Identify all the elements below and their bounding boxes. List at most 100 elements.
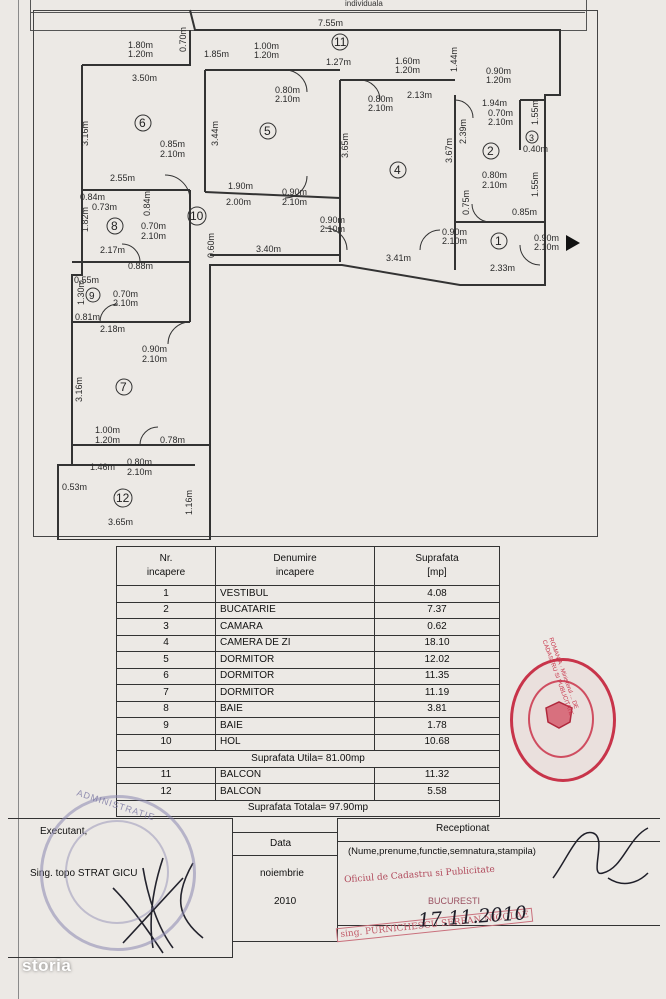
dim: 2.10m	[534, 242, 559, 252]
storia-watermark: storia	[22, 956, 72, 975]
dim: 3.50m	[132, 73, 157, 83]
dim: 0.78m	[160, 435, 185, 445]
dim: 1.90m	[228, 181, 253, 191]
cell-area: 0.62	[374, 618, 500, 636]
dim: 0.55m	[74, 275, 99, 285]
cell-name: CAMERA DE ZI	[215, 634, 375, 652]
cell-name: BUCATARIE	[215, 601, 375, 619]
room-4-label: 4	[394, 163, 401, 177]
cell-area: 12.02	[374, 651, 500, 669]
dim: 1.20m	[128, 49, 153, 59]
dim: 2.10m	[160, 149, 185, 159]
dim: 3.65m	[340, 133, 350, 158]
room-10-circle	[187, 206, 207, 226]
cell-nr: 8	[116, 700, 216, 718]
floor-plan: 11 6 5 4 2 3 1 10 8 9 7 12 7.55m	[57, 9, 580, 540]
col-header-name: Denumire incapere	[215, 546, 375, 586]
dim: 0.90m	[320, 215, 345, 225]
dim: 0.90m	[142, 344, 167, 354]
dim: 2.10m	[442, 236, 467, 246]
dim: 2.18m	[100, 324, 125, 334]
dim: 0.88m	[128, 261, 153, 271]
room-11-label: 11	[334, 35, 347, 49]
dim: 2.10m	[282, 197, 307, 207]
cell-nr: 5	[116, 651, 216, 669]
dim: 3.65m	[108, 517, 133, 527]
receptionat-header-line	[337, 818, 660, 842]
cell-name: DORMITOR	[215, 651, 375, 669]
dim: 0.80m	[127, 457, 152, 467]
room-3-label: 3	[529, 133, 534, 143]
dim: 1.30m	[76, 280, 86, 305]
cell-name: BAIE	[215, 717, 375, 735]
dim: 0.90m	[534, 233, 559, 243]
dim: 3.16m	[74, 377, 84, 402]
dim: 0.70m	[113, 289, 138, 299]
cell-name: BALCON	[215, 783, 375, 801]
plan-frame	[33, 10, 598, 537]
cell-area: 7.37	[374, 601, 500, 619]
col-header-area: Suprafata [mp]	[374, 546, 500, 586]
dim: 3.16m	[80, 121, 90, 146]
dim: 0.80m	[482, 170, 507, 180]
dim: 0.90m	[282, 187, 307, 197]
room-5-circle	[259, 122, 277, 140]
outer-wall	[57, 9, 561, 540]
dim: 0.85m	[512, 207, 537, 217]
dim: 0.80m	[368, 94, 393, 104]
dim: 1.80m	[128, 40, 153, 50]
dim: 0.70m	[178, 27, 188, 52]
cell-name: DORMITOR	[215, 667, 375, 685]
subtotal-util: Suprafata Utila= 81.00mp	[116, 750, 500, 768]
cell-nr: 7	[116, 684, 216, 702]
dim: 0.90m	[486, 66, 511, 76]
room-8-label: 8	[111, 219, 118, 233]
dim: 0.84m	[80, 192, 105, 202]
dim: 2.10m	[141, 231, 166, 241]
total-area: Suprafata Totala= 97.90mp	[116, 799, 500, 817]
dim: 2.10m	[275, 94, 300, 104]
room-2-circle	[482, 142, 500, 160]
dim: 0.81m	[75, 312, 100, 322]
outer-wall-north	[82, 30, 191, 66]
right-red-stamp-inner	[528, 680, 594, 758]
dim: 0.70m	[488, 108, 513, 118]
cell-nr: 10	[116, 733, 216, 751]
dim: 1.20m	[254, 50, 279, 60]
dim: 1.20m	[486, 75, 511, 85]
cell-name: BAIE	[215, 700, 375, 718]
dim: 2.10m	[488, 117, 513, 127]
dim: 2.13m	[407, 90, 432, 100]
room-9-label: 9	[89, 291, 95, 302]
cell-area: 18.10	[374, 634, 500, 652]
receptionat-hint: (Nume,prenume,functie,semnatura,stampila…	[348, 846, 536, 857]
room-1-circle	[490, 232, 508, 250]
table-header-row: Nr. incapere Denumire incapere Suprafata…	[116, 546, 500, 586]
dim: 1.16m	[184, 490, 194, 515]
entrance-arrow	[566, 235, 580, 251]
date-month: noiembrie	[260, 868, 304, 879]
cell-nr: 6	[116, 667, 216, 685]
dim: 1.44m	[449, 47, 459, 72]
cell-area: 10.68	[374, 733, 500, 751]
cell-name: DORMITOR	[215, 684, 375, 702]
subtotal-row: Suprafata Utila= 81.00mp	[116, 750, 500, 768]
dim: 2.00m	[226, 197, 251, 207]
dim: 1.27m	[326, 57, 351, 67]
office-city: BUCURESTI	[428, 896, 481, 906]
dim: 2.10m	[482, 180, 507, 190]
room-3-circle	[525, 130, 539, 144]
dim: 0.53m	[62, 482, 87, 492]
coat-of-arms-icon	[545, 701, 573, 729]
dim: 3.67m	[444, 138, 454, 163]
room-6-circle	[134, 114, 152, 132]
cell-nr: 11	[116, 766, 216, 784]
